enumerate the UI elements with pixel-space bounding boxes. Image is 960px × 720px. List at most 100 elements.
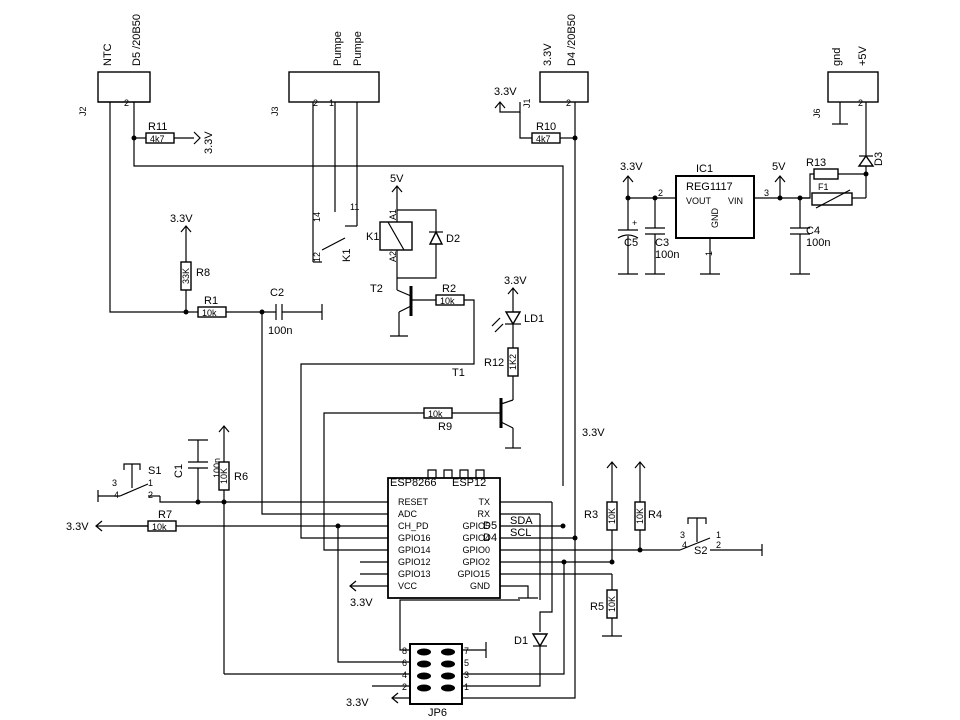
- jp6-pad: [441, 660, 455, 668]
- esp-left-pin-vcc: VCC: [398, 581, 418, 591]
- j2-pin2-number: 2: [124, 98, 129, 108]
- jp6-pin3: 3: [464, 670, 469, 680]
- jp6-ref: JP6: [428, 707, 447, 719]
- r12-value: 1K2: [508, 354, 518, 370]
- j2-pin2-label: D5 /20B50: [131, 14, 143, 66]
- d1-ref: D1: [514, 635, 528, 647]
- r6-value: 10K: [219, 468, 229, 484]
- r5-ref: R5: [590, 601, 604, 613]
- connector-j1: 3.3V D4 /20B50 2 J1: [522, 14, 589, 108]
- resistor-r13: [813, 168, 839, 180]
- top-wiring: 4k7 R11 3.3V 3.3V 4k7 R10: [109, 86, 578, 686]
- power-pin2-number: 2: [858, 98, 863, 108]
- r9-value: 10k: [428, 409, 443, 419]
- esp-left-pin-gpio13: GPIO13: [398, 569, 431, 579]
- programming-header: D1 3.3V 8 6 4 2 7 5 3 1 JP6: [346, 502, 576, 719]
- jp6-pin4: 4: [402, 670, 407, 680]
- jp6-pin-pads: [417, 648, 455, 692]
- esp-supply-label: 3.3V: [582, 427, 605, 439]
- j1-supply-label: 3.3V: [494, 86, 517, 98]
- s1-ref: S1: [148, 465, 161, 477]
- reset-circuit: 3 4 1 2 S1 C1 100n 10K R6 3.3V 10k R7: [66, 425, 410, 675]
- r3-value: 10K: [607, 508, 617, 524]
- net-sda: SDA: [510, 515, 533, 527]
- k1-pin11: 11: [350, 202, 359, 212]
- s1-pin1: 1: [148, 478, 153, 488]
- net-scl: SCL: [510, 527, 531, 539]
- r2-value: 10k: [440, 296, 455, 306]
- c4-value: 100n: [806, 237, 830, 249]
- k1-pin14: 14: [312, 212, 322, 222]
- boot-straps: 10K R3 10K R4 3 4 1 2 S2 10K R5: [584, 461, 763, 637]
- r11-supply-label: 3.3V: [203, 131, 215, 154]
- t1-ref: T1: [452, 367, 465, 379]
- r4-value: 10K: [635, 508, 645, 524]
- esp-left-pin-gpio12: GPIO12: [398, 557, 431, 567]
- ic1-pin3: 3: [764, 188, 769, 198]
- relay-k1: 14 11 12 K1 K1 A1 A2 5V D2: [312, 102, 460, 290]
- r10-ref: R10: [536, 121, 556, 133]
- j2-pin1-label: NTC: [102, 43, 114, 66]
- esp-left-pin-gpio14: GPIO14: [398, 545, 431, 555]
- ic1-pin-gnd: GND: [710, 208, 720, 229]
- j1-pin2-number: 2: [566, 98, 571, 108]
- esp-right-pin-gpio0: GPIO0: [462, 545, 490, 555]
- jp6-pin2: 2: [402, 682, 407, 692]
- esp-right-pin-gpio4: GPIO4: [462, 533, 490, 543]
- r5-value: 10K: [607, 596, 617, 612]
- r9-ref: R9: [438, 421, 452, 433]
- j2-ref: J2: [78, 106, 88, 116]
- esp-right-pin-gpio15: GPIO15: [457, 569, 490, 579]
- reg-output-label: 3.3V: [620, 161, 643, 173]
- c5-ref: C5: [624, 237, 638, 249]
- jp6-pad: [417, 672, 431, 680]
- esp-left-pin-reset: RESET: [398, 497, 429, 507]
- j1-pin2-label: D4 /20B50: [566, 14, 578, 66]
- j3-pin2-label: Pumpe: [352, 31, 364, 66]
- r3-ref: R3: [584, 509, 598, 521]
- esp-right-pin-rx: RX: [477, 509, 490, 519]
- esp-left-pin-gpio16: GPIO16: [398, 533, 431, 543]
- r1-ref: R1: [204, 295, 218, 307]
- jp6-pad: [441, 672, 455, 680]
- esp-right-pin-gpio5: GPIO5: [462, 521, 490, 531]
- jp6-pad: [417, 648, 431, 656]
- s2-ref: S2: [694, 545, 707, 557]
- c3-value: 100n: [655, 249, 679, 261]
- c4-ref: C4: [806, 225, 820, 237]
- c1-ref: C1: [173, 464, 185, 478]
- j3-pin1-label: Pumpe: [332, 31, 344, 66]
- jp6-pin7: 7: [464, 646, 469, 656]
- s2-pin2: 2: [716, 540, 721, 550]
- k1-a1: A1: [388, 209, 398, 220]
- esp-right-pin-tx: TX: [478, 497, 490, 507]
- r11-ref: R11: [148, 121, 167, 133]
- s1-pin3: 3: [112, 478, 117, 488]
- r7-value: 10k: [152, 522, 167, 532]
- esp-left-pin-chpd: CH_PD: [398, 521, 429, 531]
- reg-input-label: 5V: [772, 161, 786, 173]
- jp6-pin6: 6: [402, 658, 407, 668]
- jp6-pin5: 5: [464, 658, 469, 668]
- connector-j3: Pumpe Pumpe 2 1 J3: [270, 31, 380, 116]
- ld1-supply-label: 3.3V: [504, 275, 527, 287]
- power-pin2-label: +5V: [857, 45, 869, 66]
- ld1-ref: LD1: [524, 313, 544, 325]
- r4-ref: R4: [648, 509, 662, 521]
- resistor-r7: [147, 520, 177, 532]
- adc-network: 3.3V 33K R8 10k R1 C2 100n: [170, 213, 360, 515]
- ic1-pin-vout: VOUT: [686, 196, 712, 206]
- s2-pin4: 4: [682, 540, 687, 550]
- net-d5: D5: [483, 520, 497, 532]
- power-ref: J6: [812, 108, 822, 118]
- k1-pin12: 12: [312, 252, 322, 262]
- k1-a2: A2: [388, 251, 398, 262]
- jp6-supply-label: 3.3V: [346, 697, 369, 709]
- r13-ref: R13: [806, 157, 826, 169]
- ic1-ref: IC1: [696, 163, 713, 175]
- r8-value: 33K: [181, 268, 191, 284]
- relay-supply-label: 5V: [390, 173, 404, 185]
